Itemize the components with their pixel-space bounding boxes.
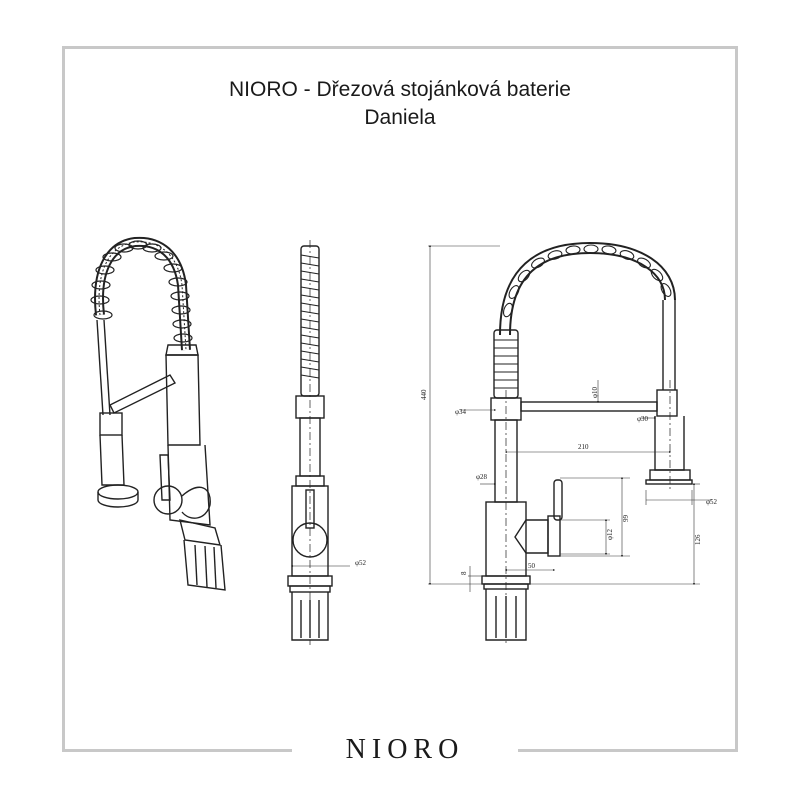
dim-handle-height: 99 [622,515,630,523]
title-line-2: Daniela [364,106,436,129]
dimension-lines [428,244,712,592]
dim-total-height: 440 [420,389,428,400]
dim-handle-offset: 50 [528,562,536,570]
title-line-1: NIORO - Dřezová stojánková baterie [229,78,571,101]
dim-reach: 210 [578,443,589,451]
dim-base-diameter-front: φ52 [355,559,367,567]
brand-logo: NIORO [345,734,465,765]
perspective-view [90,236,226,591]
dim-spray-head-diameter: φ52 [706,498,718,506]
drawing-title: NIORO - Dřezová stojánková baterie Danie… [0,76,800,132]
dim-handle-diameter: φ12 [606,528,614,540]
front-view [481,241,693,645]
dim-spray-head-height: 126 [694,534,702,545]
dim-body-diameter: φ28 [476,473,488,481]
frame-gap [292,740,518,760]
dim-spout-diameter: φ34 [455,408,467,416]
dim-head-diameter: φ30 [637,415,649,423]
dim-base-thickness: 8 [460,571,468,575]
dim-hose-diameter: φ10 [591,386,599,398]
side-view [287,240,350,645]
